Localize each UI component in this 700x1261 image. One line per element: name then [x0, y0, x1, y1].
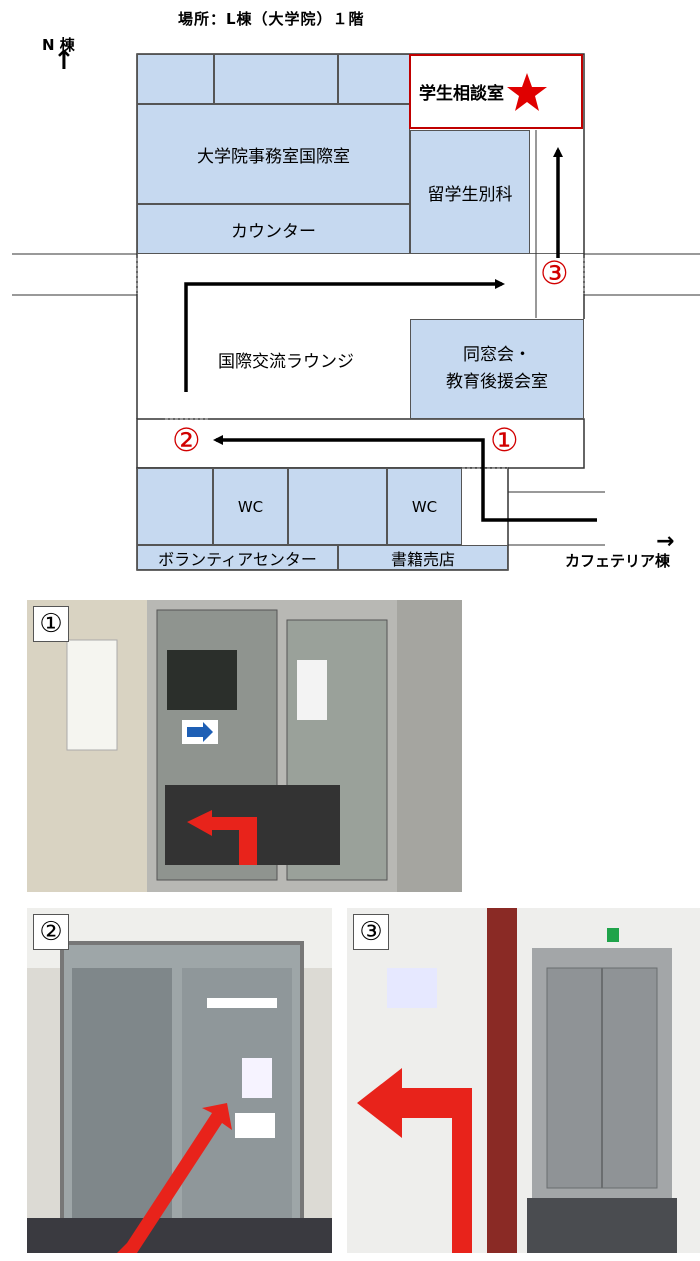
room-wc-1: WC [213, 468, 288, 545]
marker-2: ② [172, 421, 201, 459]
room-soudan: 学生相談室 [409, 54, 583, 129]
photo-1-badge: ① [33, 606, 69, 642]
room-bookstore: 書籍売店 [338, 545, 508, 570]
room-counter: カウンター [137, 204, 410, 254]
photo-3-badge: ③ [353, 914, 389, 950]
route-path-upper [184, 279, 505, 392]
dousoukai-label-2: 教育後援会室 [446, 372, 548, 392]
north-arrow-icon: ↑ [53, 46, 75, 76]
room-office: 大学院事務室国際室 [137, 104, 410, 204]
map-title: 場所：L棟（大学院）１階 [178, 10, 365, 28]
room-ryugakusei: 留学生別科 [410, 130, 530, 254]
north-label: N 棟 [42, 36, 75, 54]
room-wc-2: WC [387, 468, 462, 545]
photo-2: ② [27, 908, 332, 1253]
photo-3: ③ [347, 908, 700, 1253]
bookstore-label: 書籍売店 [390, 549, 455, 569]
route-arrows [184, 130, 597, 522]
ryugakusei-label: 留学生別科 [427, 184, 513, 205]
room-dousoukai: 同窓会・ 教育後援会室 [410, 319, 584, 419]
route-path-lower [213, 435, 597, 522]
star-icon [507, 72, 547, 111]
marker-1: ① [490, 421, 519, 459]
marker-3: ③ [540, 254, 569, 292]
wc-2-label: WC [411, 497, 438, 516]
photo-2-badge: ② [33, 914, 69, 950]
room-bottom-3 [288, 468, 387, 545]
room-bottom-1 [137, 468, 213, 545]
office-label: 大学院事務室国際室 [197, 146, 350, 167]
photo-1: ① [27, 600, 462, 892]
volunteer-label: ボランティアセンター [158, 549, 317, 569]
cafeteria-label: カフェテリア棟 [565, 552, 671, 570]
dousoukai-label-1: 同窓会・ [463, 344, 531, 365]
cafeteria-arrow-icon: → [656, 529, 675, 554]
counter-label: カウンター [231, 221, 316, 242]
soudan-label: 学生相談室 [419, 84, 504, 104]
wc-1-label: WC [237, 497, 264, 516]
room-upper-mid [214, 54, 338, 104]
room-upper-left [137, 54, 214, 104]
room-volunteer: ボランティアセンター [137, 545, 338, 570]
lounge-label: 国際交流ラウンジ [218, 352, 354, 372]
